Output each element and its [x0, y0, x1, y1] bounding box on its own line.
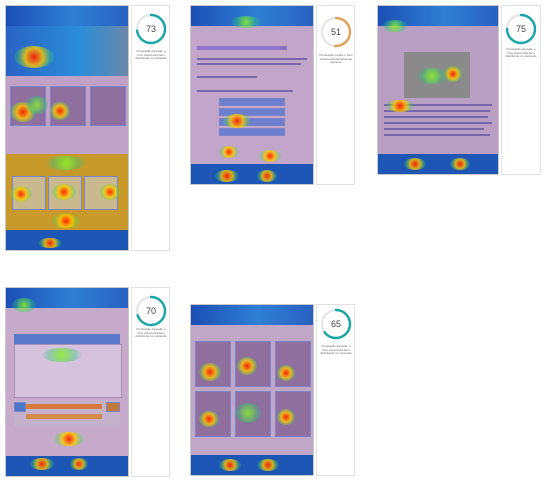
site-footer: [378, 154, 498, 174]
heatmap-card-noticias: 65 Pontuação elevada: o foco visual está…: [190, 304, 355, 476]
score-value: 65: [330, 319, 341, 329]
heatmap-card-home: 73 Pontuação elevada: o foco visual está…: [5, 5, 170, 251]
calendar-header: [14, 334, 120, 344]
heatmap-card-conselheiros: 51 Pontuação média: o foco visual está p…: [190, 5, 355, 185]
heatmap-screenshot: [190, 304, 314, 476]
score-panel: 70 Pontuação elevada: o foco visual está…: [131, 287, 170, 477]
heatmap-screenshot: [5, 5, 129, 251]
score-value: 51: [330, 27, 341, 37]
score-ring: 75: [504, 12, 538, 46]
score-caption: Pontuação elevada: o foco visual está be…: [505, 47, 537, 59]
site-header: [378, 6, 498, 26]
score-panel: 75 Pontuação elevada: o foco visual está…: [501, 5, 541, 175]
site-header: [6, 6, 128, 26]
score-value: 75: [515, 24, 526, 34]
score-value: 70: [145, 306, 156, 316]
score-ring: 51: [319, 15, 353, 49]
site-footer: [191, 455, 313, 475]
site-footer: [6, 230, 128, 250]
site-footer: [6, 456, 128, 476]
score-caption: Pontuação elevada: o foco visual está be…: [135, 327, 167, 339]
score-caption: Pontuação elevada: o foco visual está be…: [135, 49, 167, 61]
heatmap-screenshot: [190, 5, 314, 185]
score-ring: 70: [134, 294, 168, 328]
site-header: [6, 288, 128, 308]
heatmap-screenshot: [377, 5, 499, 175]
score-caption: Pontuação média: o foco visual está parc…: [319, 53, 353, 65]
heatmap-card-noticia: 75 Pontuação elevada: o foco visual está…: [377, 5, 541, 175]
score-ring: 65: [319, 307, 353, 341]
site-header: [191, 305, 313, 325]
heatmap-screenshot: [5, 287, 129, 477]
score-panel: 73 Pontuação elevada: o foco visual está…: [131, 5, 170, 251]
site-footer: [191, 164, 313, 184]
score-value: 73: [145, 24, 156, 34]
heatmap-card-calendario: 70 Pontuação elevada: o foco visual está…: [5, 287, 170, 477]
score-panel: 51 Pontuação média: o foco visual está p…: [316, 5, 355, 185]
score-ring: 73: [134, 12, 168, 46]
score-caption: Pontuação elevada: o foco visual está be…: [320, 344, 352, 356]
score-panel: 65 Pontuação elevada: o foco visual está…: [316, 304, 355, 476]
